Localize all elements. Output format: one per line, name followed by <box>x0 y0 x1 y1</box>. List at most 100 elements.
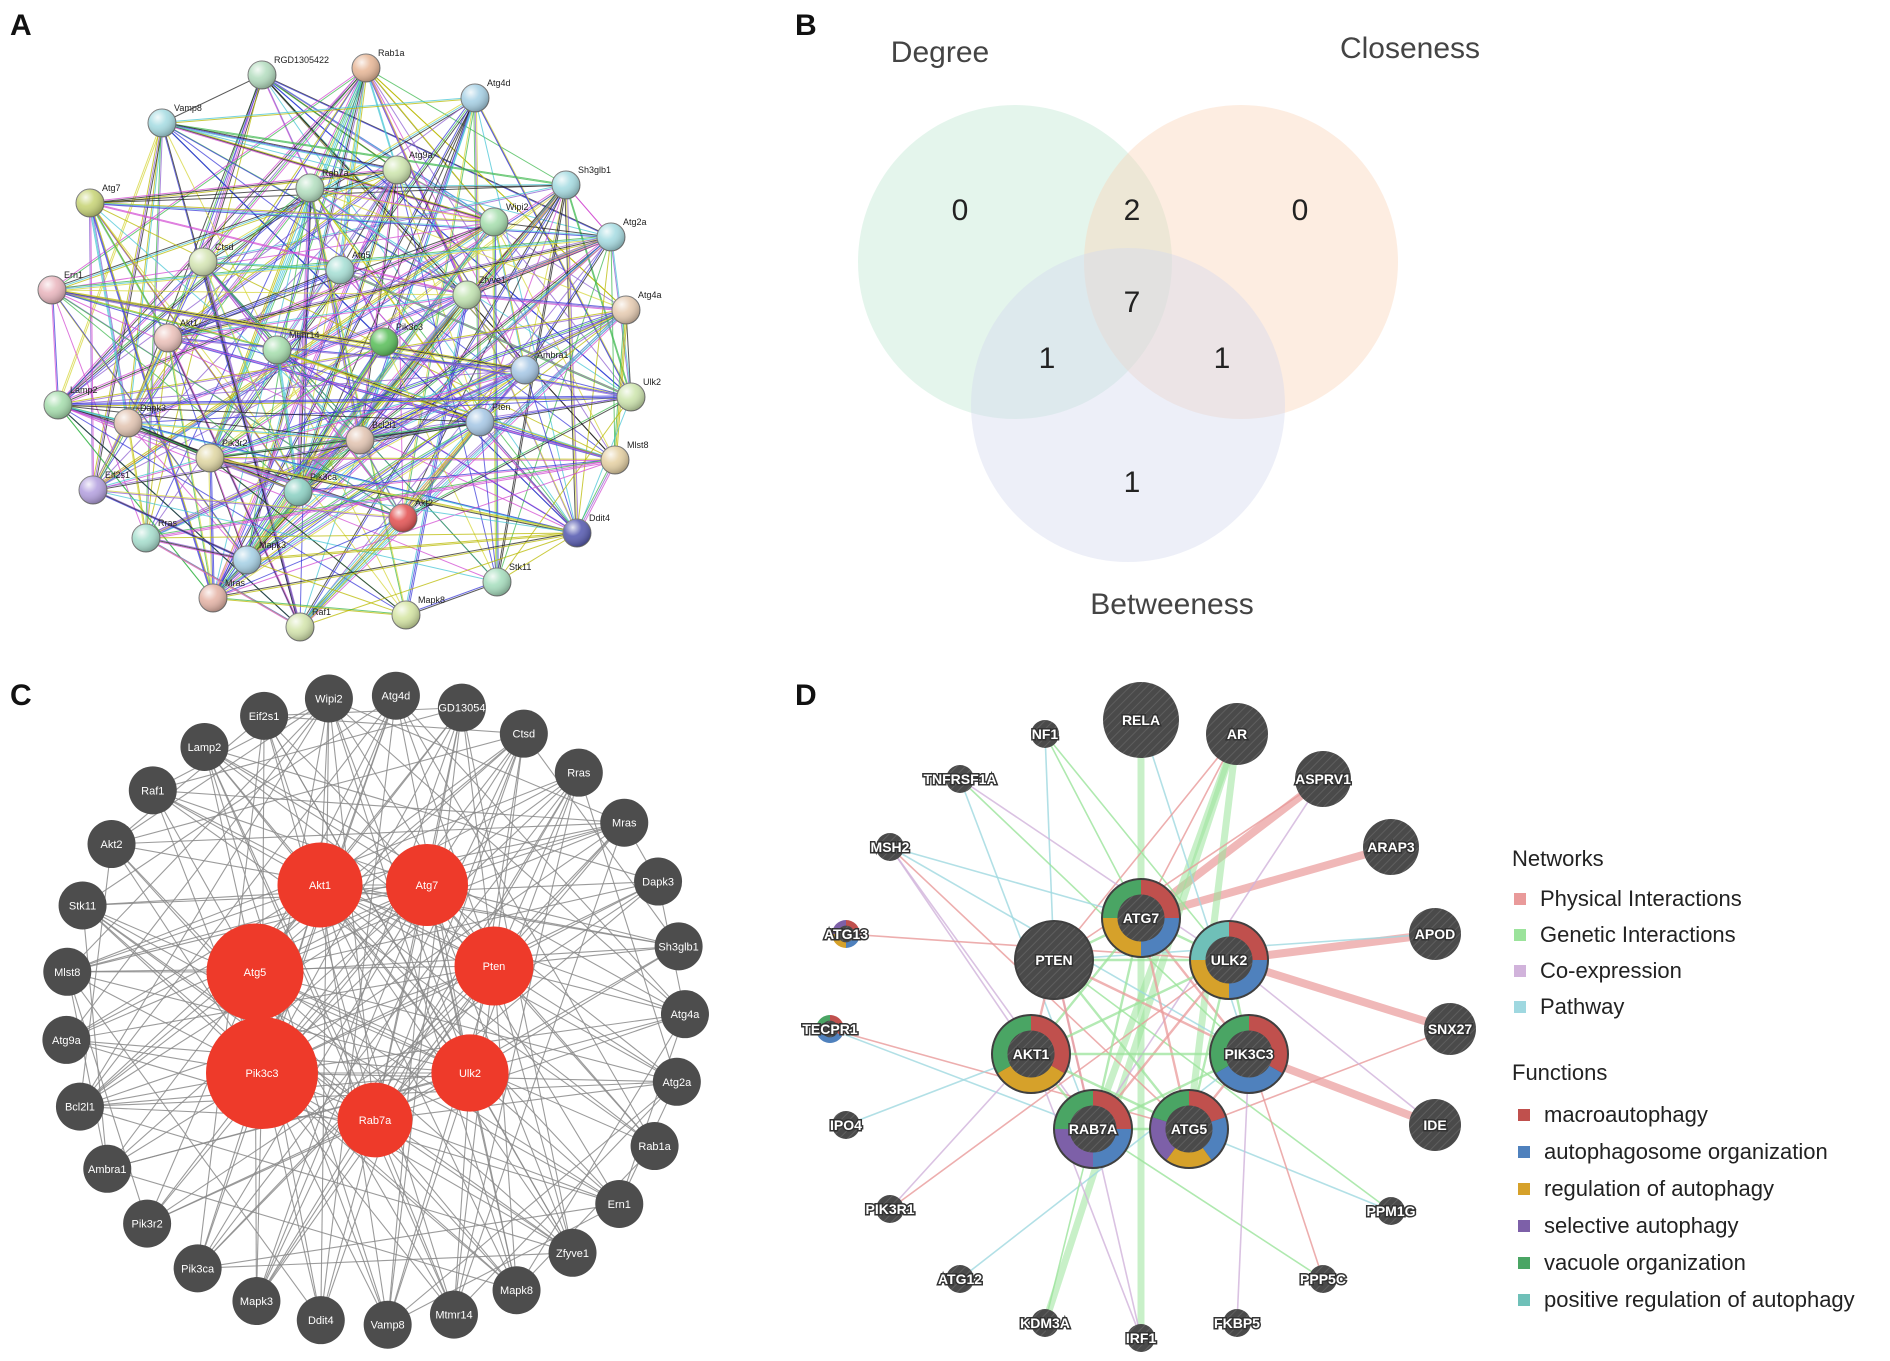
node-gloss <box>114 409 142 437</box>
string-edge <box>246 341 385 561</box>
node-circle <box>1409 1099 1461 1151</box>
legend-function-macroautophagy: macroautophagy <box>1518 1102 1708 1127</box>
string-edge <box>338 268 630 397</box>
network-edge <box>319 884 679 947</box>
gene-node-pik3c3: PIK3C3 <box>1209 1014 1289 1094</box>
venn-count-degree-closeness: 2 <box>1124 194 1141 227</box>
legend-network-genetic-interactions: Genetic Interactions <box>1514 922 1736 947</box>
network-node-pik3ca: Pik3ca <box>173 1244 222 1293</box>
network-edge <box>374 1081 677 1121</box>
node-label: IPO4 <box>830 1117 862 1133</box>
string-edge <box>496 532 578 583</box>
node-label: Eif2s1 <box>249 711 280 723</box>
node-label: FKBP5 <box>1214 1315 1260 1331</box>
gene-node-asprv1: ASPRV1 <box>1294 751 1353 807</box>
string-edge <box>479 421 498 583</box>
string-edge <box>524 184 567 371</box>
string-edge <box>50 168 396 290</box>
node-gloss <box>79 476 107 504</box>
node-label: TECPR1 <box>802 1021 857 1037</box>
node-label: IDE <box>1423 1117 1446 1133</box>
string-edge <box>51 289 578 534</box>
string-edge <box>614 309 627 461</box>
hub-node-akt1: Akt1 <box>277 842 363 928</box>
string-edge <box>91 170 399 205</box>
string-edge <box>58 262 205 407</box>
network-edge <box>387 965 495 1325</box>
node-label: Rab7a <box>322 168 349 178</box>
node-label: Atg9a <box>52 1035 82 1047</box>
node-circle <box>832 1111 860 1139</box>
network-node-zfyve1: Zfyve1 <box>548 1228 597 1277</box>
node-label: Pik3ca <box>181 1263 215 1275</box>
network-edge <box>67 884 321 973</box>
string-edge <box>57 308 626 405</box>
node-circle <box>371 671 420 720</box>
node-circle <box>43 947 92 996</box>
node-label: ASPRV1 <box>1295 771 1351 787</box>
node-label: Akt1 <box>180 318 198 328</box>
network-edge <box>426 884 679 947</box>
string-edge <box>201 261 298 492</box>
node-gloss <box>563 519 591 547</box>
node-circle <box>634 857 683 906</box>
node-core <box>1165 1105 1213 1153</box>
string-edge <box>88 202 93 490</box>
gene-edge <box>1236 1053 1250 1324</box>
network-edge <box>255 772 580 1302</box>
node-label: Ambra1 <box>537 350 569 360</box>
network-edge <box>197 1252 573 1269</box>
network-edge <box>255 884 428 1302</box>
string-edge <box>166 336 300 626</box>
network-edge <box>395 695 495 967</box>
string-edge <box>610 236 616 461</box>
string-edge <box>160 121 493 222</box>
string-edge <box>127 187 311 424</box>
string-edge <box>128 188 312 425</box>
venn-count-degree-only: 0 <box>952 194 969 227</box>
network-edge <box>328 698 686 1015</box>
string-edge <box>474 97 632 398</box>
string-edge <box>166 235 610 338</box>
node-circle <box>128 766 177 815</box>
string-edge <box>203 68 368 264</box>
node-gloss <box>346 426 374 454</box>
string-edge <box>90 204 215 600</box>
network-edge <box>453 965 495 1315</box>
string-edge <box>209 457 214 599</box>
string-node-rras: Rras <box>131 518 178 553</box>
string-edge <box>479 421 616 461</box>
panel-letter-d: D <box>795 679 817 712</box>
node-gloss <box>511 356 539 384</box>
node-circle <box>87 820 136 869</box>
node-label: Pten <box>483 961 506 973</box>
string-node-atg9a: Atg9a <box>382 150 433 185</box>
hub-node-pten: Pten <box>454 926 534 1006</box>
string-edge <box>613 308 626 459</box>
string-edge <box>311 188 469 297</box>
string-edge <box>127 396 632 424</box>
string-edge <box>145 187 311 539</box>
string-edge <box>360 295 469 441</box>
node-gloss <box>466 408 494 436</box>
network-node-rgd1305422: GD13054 <box>437 683 486 732</box>
node-label: KDM3A <box>1020 1315 1070 1331</box>
string-edge <box>358 294 467 440</box>
string-edge <box>308 66 366 187</box>
network-edge <box>79 884 321 1108</box>
venn-label-degree: Degree <box>891 36 989 69</box>
legend-label: macroautophagy <box>1544 1102 1708 1127</box>
string-edge <box>57 369 526 406</box>
network-edge <box>261 1072 620 1205</box>
string-edge <box>208 308 625 458</box>
string-edge <box>144 458 614 538</box>
node-label: Atg5 <box>244 967 267 979</box>
node-gloss <box>389 504 417 532</box>
string-edge <box>277 350 616 462</box>
string-edge <box>128 339 170 425</box>
node-circle <box>548 1228 597 1277</box>
string-edge <box>51 66 366 290</box>
string-edge <box>210 458 407 617</box>
